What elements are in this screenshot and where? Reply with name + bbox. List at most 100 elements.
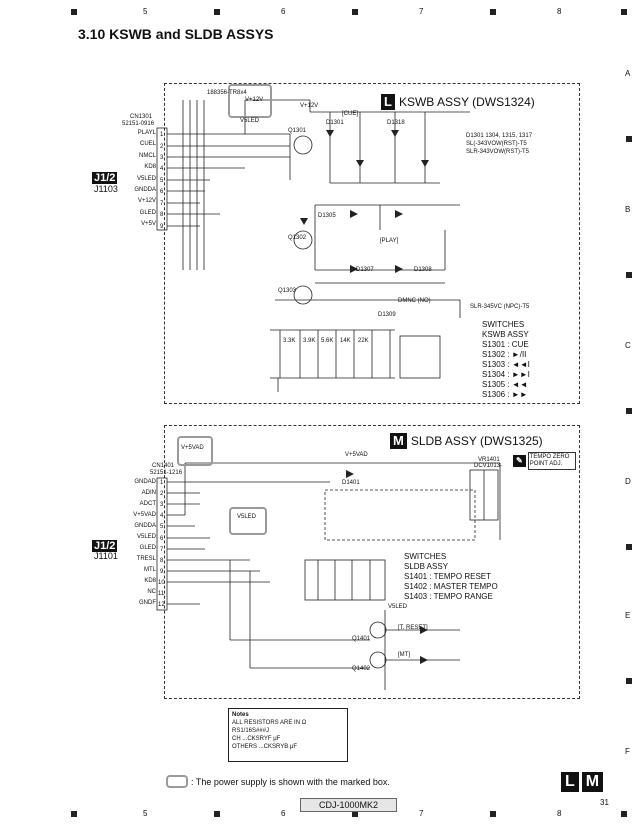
svg-text:2: 2 xyxy=(160,491,164,497)
registration-mark xyxy=(626,272,632,278)
svg-text:5: 5 xyxy=(160,524,164,530)
switch-resistor: 3.9K xyxy=(303,338,316,344)
column-number: 5 xyxy=(143,7,148,16)
svg-text:6: 6 xyxy=(160,189,164,195)
diode-label: D1309 xyxy=(378,312,396,318)
registration-mark xyxy=(71,9,77,15)
registration-mark xyxy=(352,811,358,817)
column-number: 5 xyxy=(143,809,148,818)
svg-text:1: 1 xyxy=(160,480,164,486)
adjust-icon: ✎ xyxy=(513,455,526,467)
switch-resistor: 3.3K xyxy=(283,338,296,344)
registration-mark xyxy=(626,408,632,414)
power-supply-marker xyxy=(228,84,272,118)
assy-title: SLDB ASSY (DWS1325) xyxy=(410,434,543,448)
svg-text:10: 10 xyxy=(158,580,165,586)
column-number: 8 xyxy=(557,809,562,818)
column-number: 7 xyxy=(419,809,424,818)
diode-label: D1401 xyxy=(342,480,360,486)
svg-text:3: 3 xyxy=(160,502,164,508)
tempo-adj-tag: ✎ TEMPO ZERO POINT ADJ. xyxy=(513,452,576,470)
svg-text:5: 5 xyxy=(160,178,164,184)
pin-label: V5LED xyxy=(136,534,156,540)
sldb-assy-header: M SLDB ASSY (DWS1325) xyxy=(390,433,543,449)
registration-mark xyxy=(490,811,496,817)
led-note: SLR-345VC (NPC)-T5 xyxy=(470,304,530,310)
svg-text:9: 9 xyxy=(160,569,164,575)
assy-letter-badge: M xyxy=(581,772,604,792)
power-supply-marker xyxy=(229,507,267,535)
pin-label: TRESL xyxy=(136,556,156,562)
assy-letter-badge: L xyxy=(561,772,579,792)
part-label: 188356-TR8x4 xyxy=(207,90,247,96)
switch-resistor: 22K xyxy=(358,338,369,344)
pot-part: DCV1013- xyxy=(474,463,503,469)
column-number: 6 xyxy=(281,809,286,818)
diode-label: D1301 xyxy=(326,120,344,126)
legend-sub: SLDB ASSY xyxy=(404,562,449,571)
assy-title: KSWB ASSY (DWS1324) xyxy=(398,95,535,109)
row-letter: F xyxy=(625,747,630,756)
column-number: 6 xyxy=(281,7,286,16)
svg-text:2: 2 xyxy=(160,144,164,150)
led-note: D1301 1304, 1315, 1317 SL(-343VOW(RST)-T… xyxy=(466,133,533,155)
svg-text:6: 6 xyxy=(160,536,164,542)
notes-line: CH ...CKSRYF μF xyxy=(232,736,281,742)
pin-label: CUEL xyxy=(139,141,156,148)
notes-title: Notes xyxy=(232,712,249,718)
switch-tag: [T. RESET] xyxy=(398,625,428,631)
column-number: 8 xyxy=(557,7,562,16)
pin-label: KD8 xyxy=(144,164,156,171)
registration-mark xyxy=(626,544,632,550)
svg-text:4: 4 xyxy=(160,513,164,519)
power-label: V5LED xyxy=(237,514,257,520)
notes-line: ALL RESISTORS ARE IN Ω xyxy=(232,720,307,726)
jack-ref: J1103 xyxy=(94,184,118,194)
tempo-tag: TEMPO ZERO POINT ADJ. xyxy=(527,452,576,470)
pin-label: GNDF xyxy=(139,600,156,606)
legend-title: SWITCHES xyxy=(404,552,447,561)
page-number: 31 xyxy=(600,798,609,807)
connector-part: 52151-1216 xyxy=(150,470,183,476)
corner-badges: L M xyxy=(561,772,604,792)
model-footer: CDJ-1000MK2 xyxy=(300,798,398,812)
switch-tag: [PLAY] xyxy=(380,238,399,244)
column-number: 7 xyxy=(419,7,424,16)
power-label: V+5VAD xyxy=(181,445,204,451)
power-legend: : The power supply is shown with the mar… xyxy=(166,775,390,788)
registration-mark xyxy=(214,9,220,15)
switch-tag: [CUE] xyxy=(342,111,359,117)
svg-text:4: 4 xyxy=(160,166,164,172)
power-label: V5LED xyxy=(240,118,260,124)
pin-label: KD8 xyxy=(144,578,156,584)
legend-item: S1305 : ◄◄ xyxy=(482,380,528,389)
registration-mark xyxy=(214,811,220,817)
power-box-icon xyxy=(166,775,188,788)
switch-resistor: 5.6K xyxy=(321,338,334,344)
diode-label: D1308 xyxy=(414,267,432,273)
pin-label: MTL xyxy=(144,567,156,573)
row-letter: C xyxy=(625,341,631,350)
svg-text:8: 8 xyxy=(160,558,164,564)
pin-label: NC xyxy=(147,589,156,595)
transistor-label: Q1301 xyxy=(288,128,307,134)
kswb-jack-tag: J1/2 xyxy=(92,168,118,186)
switch-resistor: 14K xyxy=(340,338,351,344)
pin-label: ADCT xyxy=(139,501,156,507)
pot-label: VR1401 xyxy=(478,457,500,463)
notes-box: Notes ALL RESISTORS ARE IN Ω RS1/16S###J… xyxy=(228,708,348,762)
jack-badge: J1/2 xyxy=(92,540,118,552)
svg-text:7: 7 xyxy=(160,201,164,207)
notes-line: RS1/16S###J xyxy=(232,728,270,734)
svg-text:1: 1 xyxy=(160,132,164,138)
pin-label: V+12V xyxy=(137,198,156,205)
row-letter: A xyxy=(625,69,631,78)
pin-label: ADIN xyxy=(141,490,156,496)
assy-letter-badge: L xyxy=(381,94,395,110)
svg-text:11: 11 xyxy=(158,591,165,597)
legend-item: S1301 : CUE xyxy=(482,340,529,349)
kswb-assy-frame xyxy=(164,83,580,404)
pin-label: NMCL xyxy=(138,152,156,159)
registration-mark xyxy=(621,811,627,817)
